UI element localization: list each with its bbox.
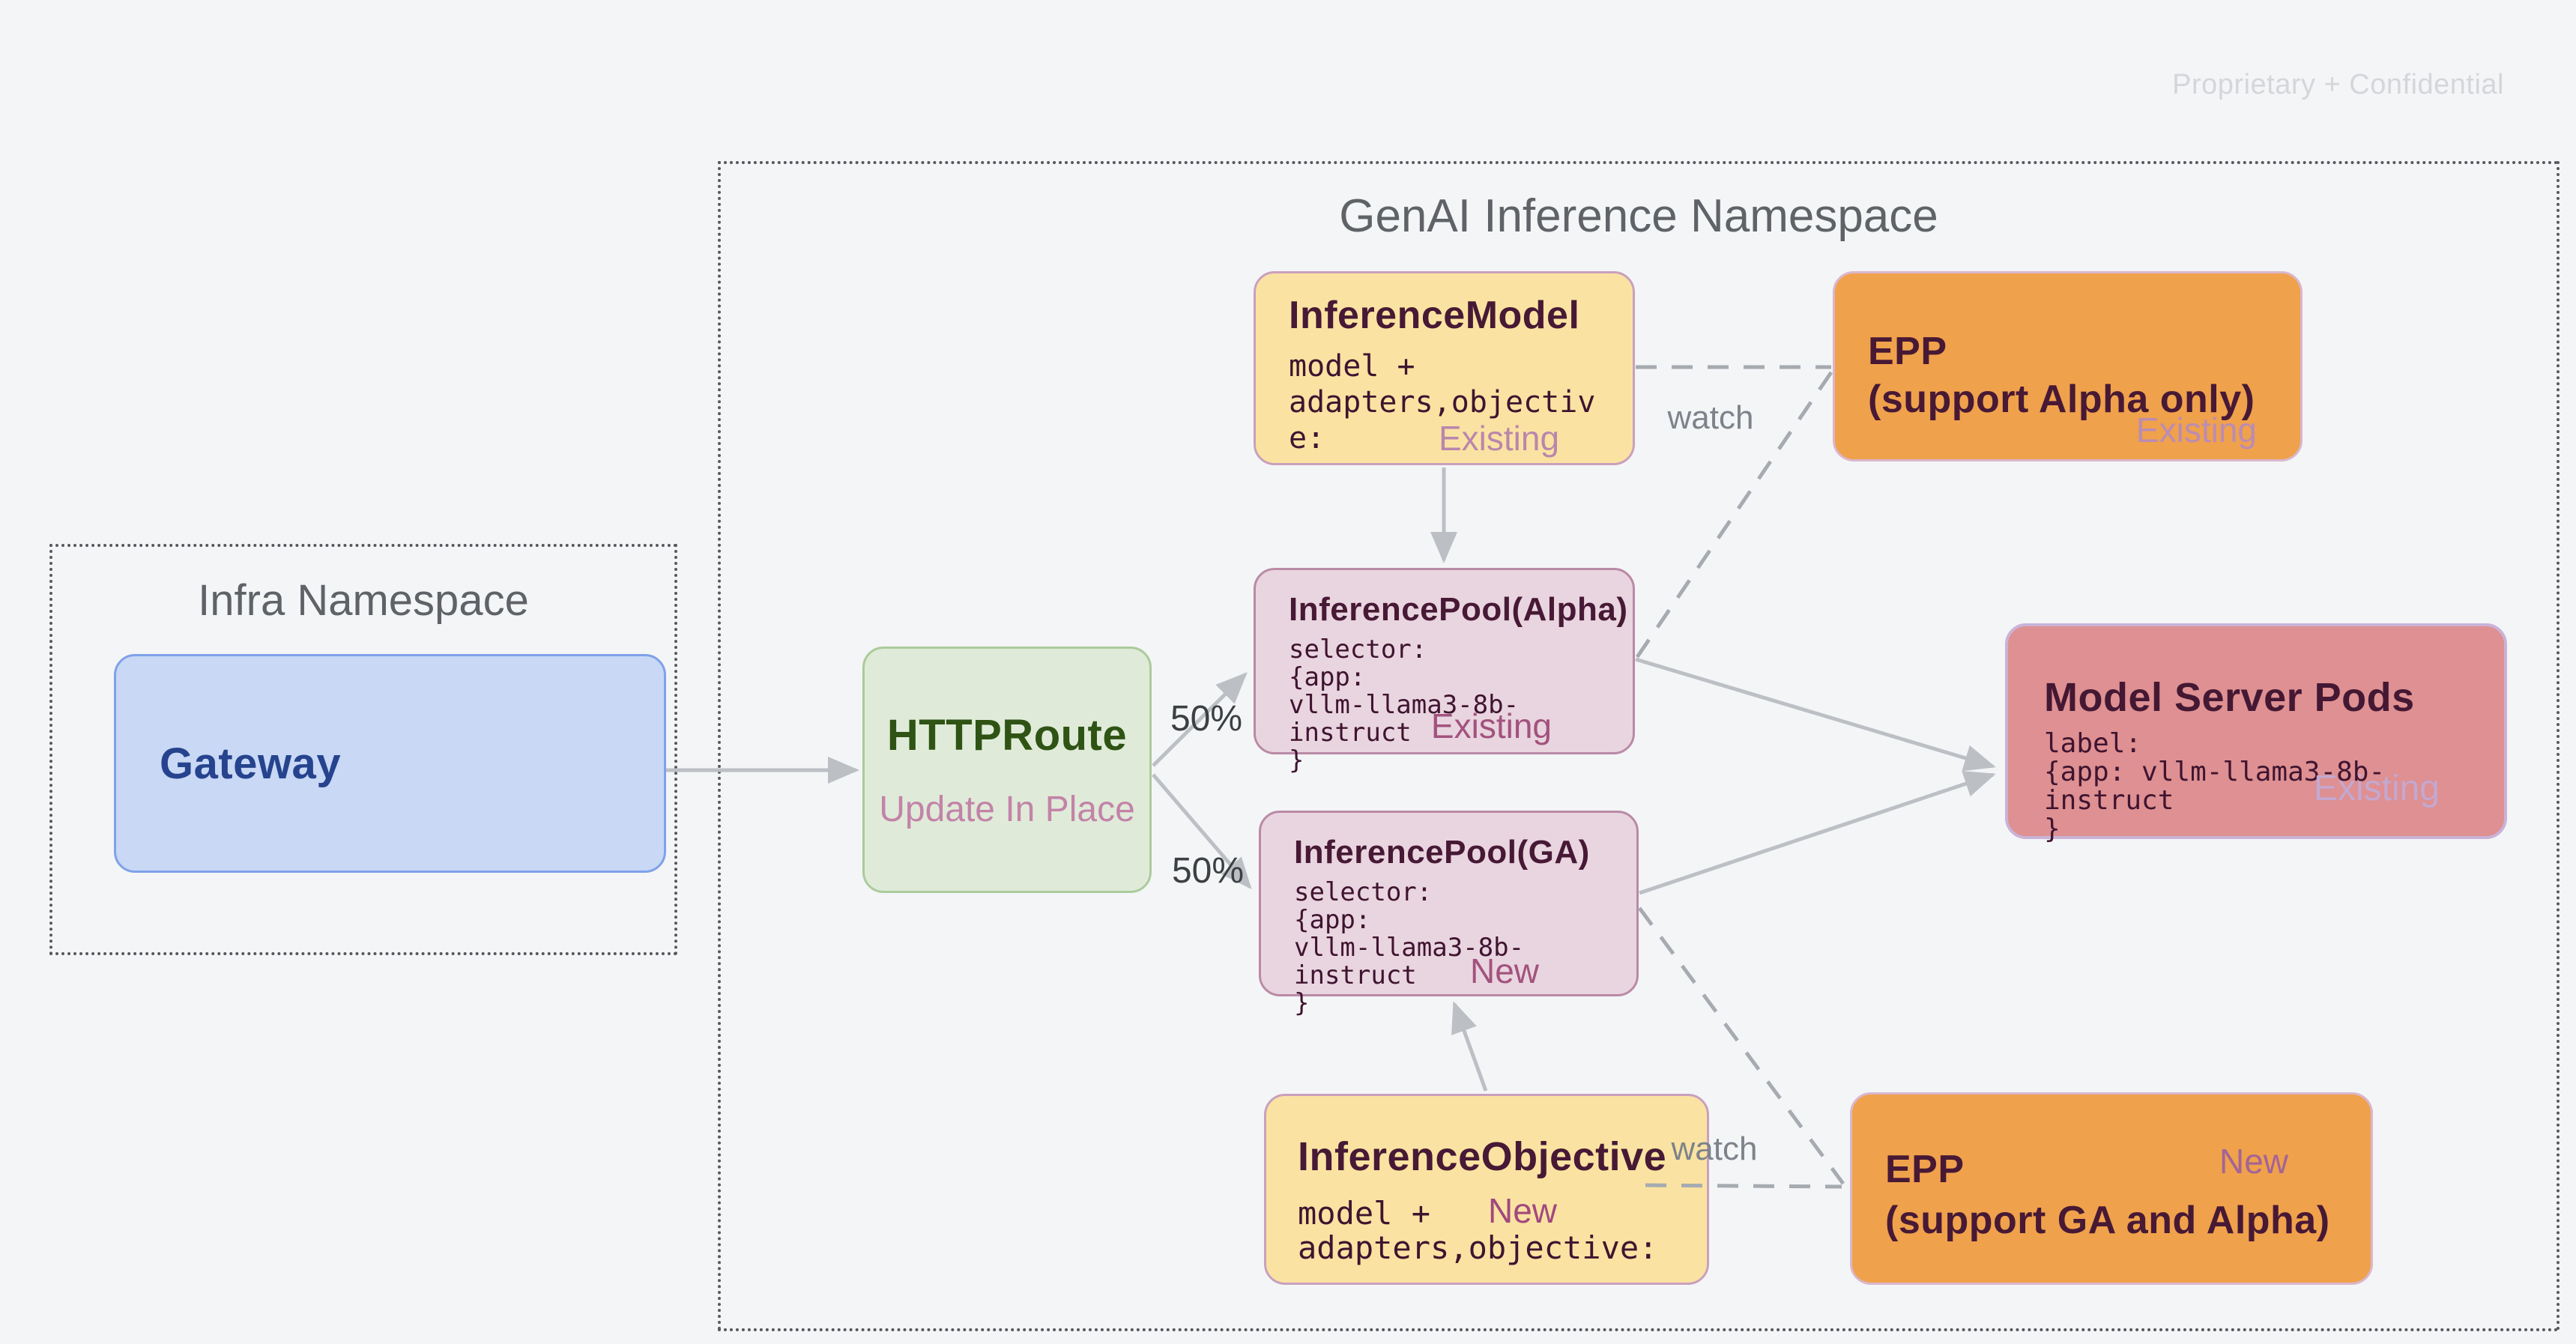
epp-alpha-node: EPP (support Alpha only) Existing — [1833, 271, 2303, 461]
inference-objective-status-badge: New — [1488, 1191, 1558, 1230]
infra-namespace-box: Infra Namespace — [49, 544, 677, 955]
inference-pool-ga-body-line: selector: — [1294, 877, 1433, 907]
inference-model-body-line: adapters,objectiv — [1289, 385, 1596, 420]
model-server-pods-body-line: {app: vllm-llama3-8b-instruct — [2044, 757, 2386, 816]
epp-alpha-title-line1: EPP — [1868, 330, 1947, 373]
gateway-node: Gateway — [114, 654, 666, 873]
epp-ga-title-line1: EPP — [1885, 1148, 1965, 1191]
gateway-title: Gateway — [160, 739, 342, 788]
epp-alpha-title-line2: (support Alpha only) — [1868, 378, 2255, 421]
inference-objective-title: InferenceObjective — [1298, 1134, 1667, 1179]
inference-pool-alpha-body-line: selector: — [1289, 635, 1427, 665]
model-server-pods-status-badge: Existing — [2313, 769, 2440, 808]
inference-pool-alpha-status-badge: Existing — [1430, 706, 1552, 745]
model-server-pods-body-line: } — [2044, 814, 2061, 844]
epp-ga-status-badge: New — [2219, 1142, 2288, 1181]
genai-namespace-box: GenAI Inference Namespace — [718, 161, 2560, 1331]
inference-model-title: InferenceModel — [1289, 294, 1580, 337]
inference-model-node: InferenceModel model + adapters,objectiv… — [1254, 271, 1635, 465]
model-server-pods-title: Model Server Pods — [2044, 675, 2415, 720]
inference-pool-alpha-title: InferencePool(Alpha) — [1289, 591, 1628, 628]
httproute-subtitle: Update In Place — [879, 789, 1135, 829]
httproute-node: HTTPRoute Update In Place — [862, 647, 1152, 893]
inference-model-body-line: e: — [1289, 421, 1325, 455]
model-server-pods-body-line: label: — [2044, 728, 2142, 759]
model-server-pods-node: Model Server Pods label: {app: vllm-llam… — [2005, 623, 2507, 844]
epp-ga-node: EPP (support GA and Alpha) New — [1850, 1092, 2373, 1285]
inference-pool-ga-node: InferencePool(GA) selector: {app: vllm-l… — [1259, 811, 1639, 1017]
watermark: Proprietary + Confidential — [2172, 69, 2504, 100]
inference-pool-ga-body-line: vllm-llama3-8b-instruct — [1294, 933, 1525, 990]
epp-ga-title-line2: (support GA and Alpha) — [1885, 1199, 2330, 1242]
inference-pool-ga-status-badge: New — [1469, 951, 1539, 990]
inference-pool-ga-body-line: {app: — [1294, 905, 1371, 935]
epp-alpha-status-badge: Existing — [2135, 411, 2257, 449]
inference-objective-node: InferenceObjective model + adapters,obje… — [1264, 1094, 1709, 1285]
inference-pool-alpha-body-line: vllm-llama3-8b-instruct — [1289, 690, 1520, 748]
inference-objective-body-line: model + — [1298, 1195, 1431, 1232]
inference-model-body-line: model + — [1289, 349, 1415, 384]
inference-model-status-badge: Existing — [1439, 419, 1560, 458]
inference-pool-alpha-body-line: } — [1289, 745, 1304, 775]
inference-pool-ga-title: InferencePool(GA) — [1294, 834, 1590, 871]
httproute-title: HTTPRoute — [886, 710, 1128, 760]
infra-namespace-title: Infra Namespace — [198, 576, 529, 625]
inference-pool-ga-body-line: } — [1294, 988, 1310, 1018]
inference-pool-alpha-body-line: {app: — [1289, 662, 1366, 692]
genai-namespace-title: GenAI Inference Namespace — [1339, 190, 1938, 242]
inference-objective-body-line: adapters,objective: — [1298, 1229, 1658, 1266]
inference-pool-alpha-node: InferencePool(Alpha) selector: {app: vll… — [1254, 568, 1635, 775]
